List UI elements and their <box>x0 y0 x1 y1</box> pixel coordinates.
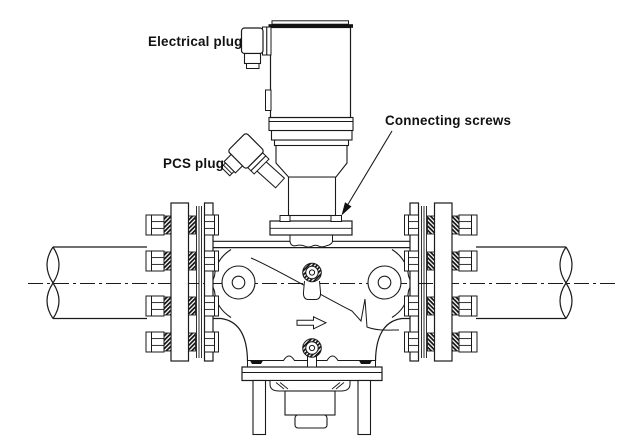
plug-gland <box>243 52 262 65</box>
electrical-plug-label: Electrical plug <box>148 34 243 49</box>
pcs-plug <box>220 133 286 189</box>
connecting-screws-label: Connecting screws <box>385 113 511 128</box>
right-flange <box>405 203 478 361</box>
right-pipe <box>476 246 573 320</box>
drain-plug <box>294 414 328 429</box>
electrical-plug <box>240 26 272 69</box>
transmitter-lip <box>273 139 350 147</box>
bottom-flange <box>241 366 383 436</box>
transmitter-taper <box>275 144 348 178</box>
leader-arrowhead-icon <box>341 202 352 216</box>
plug-tip <box>246 63 260 69</box>
flow-arrow-icon <box>296 316 328 330</box>
drain-pan <box>269 380 351 392</box>
head-seal-band <box>268 24 353 28</box>
bottom-sensor-port <box>302 338 322 368</box>
drain-body <box>284 390 336 416</box>
transmitter-neck <box>287 176 337 217</box>
connecting-screw-left <box>279 215 291 222</box>
body-break-line <box>250 257 400 331</box>
pcs-plug-label: PCS plug <box>163 156 224 171</box>
mount-boss <box>289 234 333 248</box>
left-flange <box>146 203 219 361</box>
transmitter-mount <box>269 215 353 248</box>
transmitter-head <box>269 26 352 119</box>
head-side-tab <box>265 89 272 111</box>
left-stud <box>252 379 267 436</box>
transmitter <box>265 20 354 217</box>
base-slot-left <box>250 360 263 364</box>
left-pipe <box>46 246 147 320</box>
connecting-screw-right <box>330 215 342 222</box>
left-boss <box>221 265 256 300</box>
head-lid <box>271 20 349 25</box>
top-sensor-port <box>302 262 322 300</box>
transmitter-collar <box>268 116 354 132</box>
plug-body <box>240 27 264 55</box>
transmitter-block <box>270 129 353 141</box>
sensor-pendant <box>302 280 322 300</box>
right-stud <box>357 379 372 436</box>
connecting-screws-leader <box>341 130 393 216</box>
base-slot-right <box>359 360 372 364</box>
right-boss <box>367 265 402 300</box>
